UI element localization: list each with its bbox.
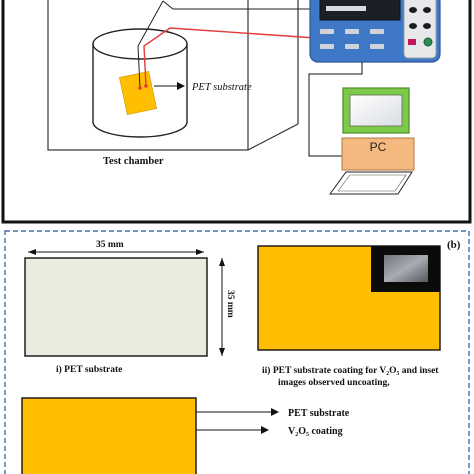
panel-a-frame — [1, 0, 472, 224]
pc-cable — [308, 62, 363, 157]
instrument-button[interactable] — [320, 44, 334, 49]
instrument-indicator — [408, 39, 416, 45]
panel-b: (b) 35 mm 35 mm i) PET substrate ii) PET… — [4, 230, 470, 474]
instrument-button[interactable] — [345, 29, 359, 34]
height-dimension — [219, 258, 225, 356]
caption-i: i) PET substrate — [56, 364, 122, 375]
instrument-button[interactable] — [370, 44, 384, 49]
instrument-knob[interactable] — [409, 7, 417, 13]
instrument-knob[interactable] — [423, 23, 431, 29]
instrument-power-button[interactable] — [423, 37, 433, 47]
pet-substrate-label: PET substrate — [191, 82, 252, 93]
panel-b-label: (b) — [447, 239, 461, 251]
coated-substrate-section — [21, 397, 197, 474]
pc-monitor — [342, 87, 410, 134]
beaker-cylinder — [92, 28, 188, 138]
panel-b-frame — [4, 230, 470, 474]
width-dimension — [28, 249, 204, 255]
width-label: 35 mm — [96, 240, 124, 250]
pc-label: PC — [369, 140, 387, 154]
caption-ii-line1: ii) PET substrate coating for V₂O₅ and i… — [262, 365, 439, 376]
measuring-instrument — [309, 0, 441, 63]
instrument-button[interactable] — [345, 44, 359, 49]
arrow-label-coating: V₂O₅ coating — [288, 426, 343, 437]
instrument-knob[interactable] — [423, 7, 431, 13]
pet-substrate-sample — [119, 70, 157, 116]
pc-screen — [349, 94, 403, 127]
test-chamber-label: Test chamber — [103, 156, 164, 167]
panel-a: PET substrate Test chamber — [1, 0, 472, 224]
caption-ii-line2: images observed uncoating, — [278, 378, 390, 388]
probe-wires — [137, 0, 317, 90]
pet-substrate-plain — [24, 257, 208, 357]
pc-unit — [341, 137, 415, 171]
instrument-button[interactable] — [370, 29, 384, 34]
instrument-knob[interactable] — [409, 23, 417, 29]
arrow-label-pet: PET substrate — [288, 408, 350, 419]
inset-uncoated-sample — [384, 255, 428, 282]
instrument-button[interactable] — [320, 29, 334, 34]
pc-keyboard — [329, 171, 413, 195]
height-label: 35 mm — [225, 290, 235, 318]
test-chamber — [47, 0, 299, 151]
